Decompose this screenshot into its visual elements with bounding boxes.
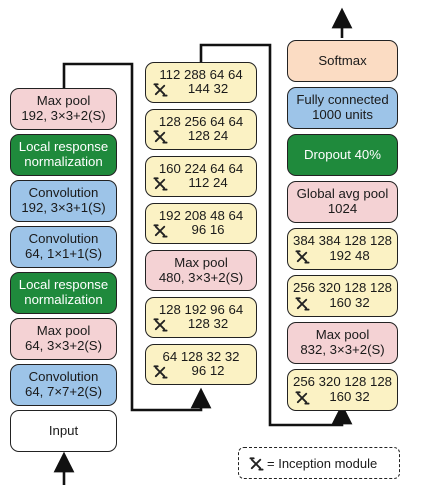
inception-module-icon — [153, 224, 168, 238]
inception-filters-line2: 128 32 — [187, 316, 229, 332]
layer-label-line: Local response — [18, 139, 109, 155]
inception-filters-line1: 192 208 48 64 — [158, 208, 244, 223]
layer-label-line: Convolution — [28, 185, 99, 201]
layer-label-line: 192, 3×3+1(S) — [21, 200, 106, 215]
inception-module-icon — [153, 83, 168, 97]
layer-label-line: Max pool — [174, 254, 228, 270]
layer-label-line: normalization — [24, 154, 103, 169]
layer-label-line: Max pool — [315, 327, 370, 343]
inception-filters-line1: 128 256 64 64 — [158, 114, 244, 129]
layer-label-line: normalization — [24, 292, 103, 307]
layer-label-line: Convolution — [28, 369, 99, 385]
layer-label-line: 64, 1×1+1(S) — [25, 246, 102, 261]
layer-label-line: 1000 units — [312, 107, 373, 122]
inception-module-icon — [295, 391, 310, 405]
inception-filters-line2: 128 24 — [187, 128, 229, 144]
inception-module-icon — [295, 297, 310, 311]
layer-label-line: Dropout 40% — [304, 146, 381, 162]
legend: = Inception module — [238, 447, 400, 479]
inception-filters-line2: 160 32 — [329, 295, 370, 311]
layer-label-line: Convolution — [28, 231, 99, 247]
inception-filters-line2: 144 32 — [187, 81, 229, 97]
inception-filters-line1: 128 192 96 64 — [158, 302, 244, 317]
layer-label-line: Max pool — [36, 93, 91, 109]
inception-filters-line1: 384 384 128 128 — [292, 233, 392, 248]
layer-label-line: Local response — [18, 277, 109, 293]
inception-filters-line1: 256 320 128 128 — [292, 374, 392, 389]
inception-filters-line2: 160 32 — [329, 389, 370, 405]
layer-label-line: 64, 7×7+2(S) — [25, 384, 102, 399]
layer-label-line: Global avg pool — [296, 186, 389, 202]
inception-module-icon — [153, 177, 168, 191]
layer-label-line: Input — [48, 422, 79, 438]
inception-filters-line2: 96 12 — [191, 363, 225, 379]
layer-label-line: 832, 3×3+2(S) — [300, 342, 385, 357]
layer-label-line: 1024 — [327, 201, 358, 216]
inception-filters-line2: 112 24 — [188, 175, 228, 191]
inception-module-icon — [249, 456, 264, 471]
inception-filters-line1: 112 288 64 64 — [159, 67, 243, 82]
layer-label-line: Max pool — [36, 323, 91, 339]
layer-label-line: Softmax — [318, 52, 367, 68]
softmax-layer-box: Softmax — [287, 40, 398, 82]
inception-filters-line1: 256 320 128 128 — [292, 280, 392, 295]
layer-label-line: 480, 3×3+2(S) — [158, 269, 244, 285]
input-layer-box: Input — [10, 410, 117, 452]
inception-filters-line2: 192 48 — [329, 248, 370, 264]
inception-module-icon — [153, 365, 168, 379]
inception-module-icon — [153, 130, 168, 144]
layer-label-line: Fully connected — [296, 92, 389, 108]
dropout-40-layer-box: Dropout 40% — [287, 134, 398, 176]
inception-module-icon — [153, 318, 168, 332]
layer-label-line: 64, 3×3+2(S) — [25, 338, 102, 353]
inception-filters-line1: 64 128 32 32 — [162, 349, 240, 364]
layer-label-line: 192, 3×3+2(S) — [21, 108, 106, 123]
inception-filters-line1: 160 224 64 64 — [158, 161, 244, 176]
legend-label: = Inception module — [267, 455, 378, 471]
inception-filters-line2: 96 16 — [191, 222, 225, 238]
inception-module-icon — [295, 250, 310, 264]
